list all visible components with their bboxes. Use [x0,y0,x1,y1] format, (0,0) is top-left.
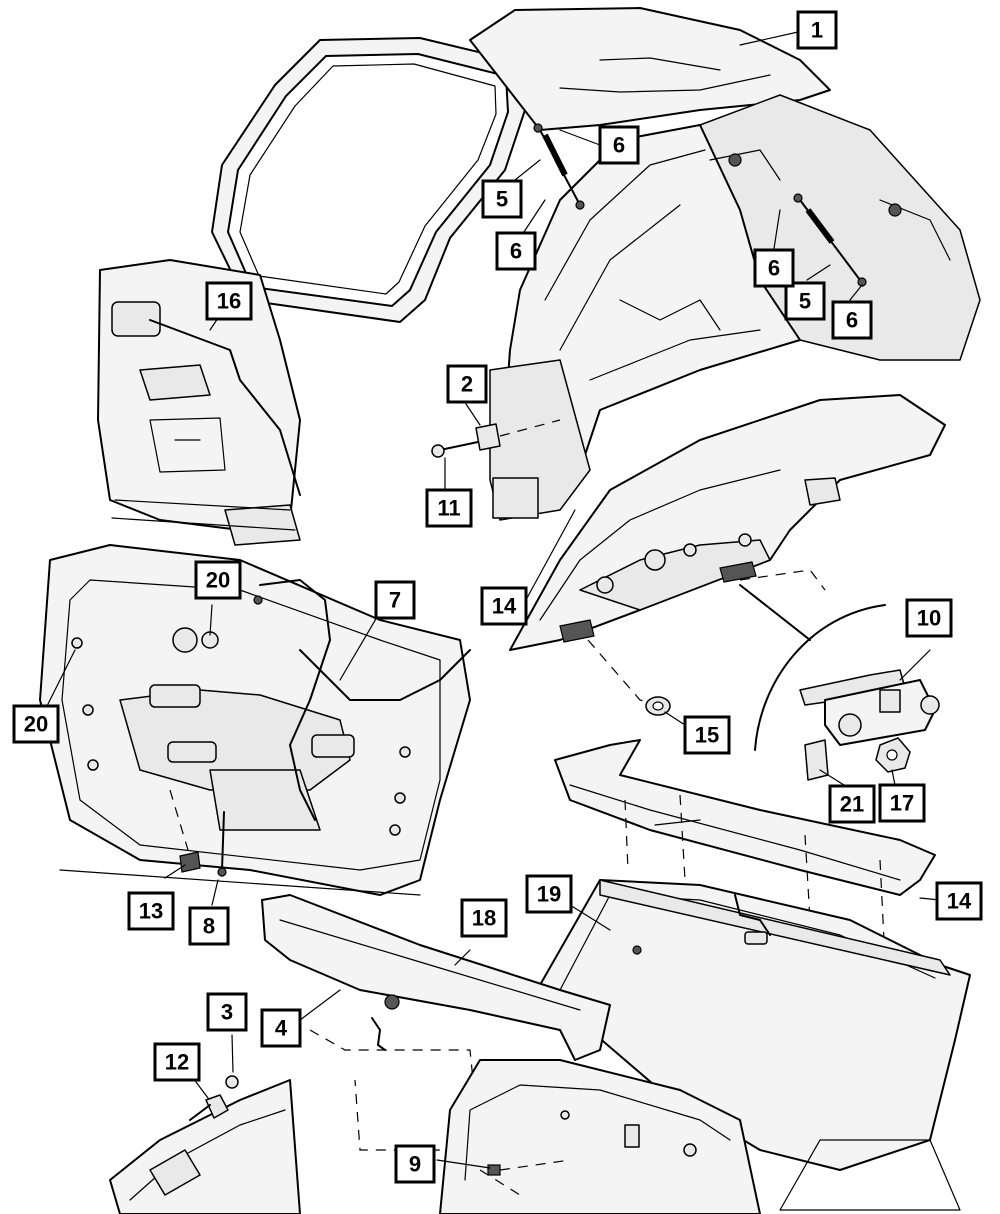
weatherstrip-seal [211,37,526,323]
callout-12: 12 [153,1042,201,1082]
callout-2: 2 [446,364,488,404]
callout-14a: 14 [480,586,528,626]
svg-text:2: 2 [461,372,473,397]
svg-text:6: 6 [510,239,522,264]
bumper-bolt-and-isolator [431,419,561,458]
svg-text:18: 18 [472,906,496,931]
callout-13: 13 [127,891,175,931]
svg-text:5: 5 [496,187,508,212]
callout-5a: 5 [481,179,523,219]
callout-18: 18 [460,898,508,938]
callout-7: 7 [374,580,416,620]
svg-text:11: 11 [437,496,460,521]
callout-1: 1 [796,10,838,50]
callout-6a: 6 [598,125,640,165]
liftgate-inner-panel [39,544,471,896]
liftgate-gas-struts [533,123,867,287]
svg-text:7: 7 [389,588,401,613]
callout-21: 21 [828,784,876,824]
svg-text:12: 12 [165,1050,189,1075]
svg-text:20: 20 [206,568,230,593]
license-lamp-inset [109,1075,301,1214]
callout-9: 9 [394,1144,436,1184]
liftgate-lower-inner-panel [439,1059,761,1214]
svg-text:6: 6 [768,256,780,281]
callout-10: 10 [905,598,953,638]
svg-text:14: 14 [492,594,517,619]
callout-14b: 14 [935,881,983,921]
callout-20b: 20 [12,704,60,744]
svg-text:3: 3 [221,1000,233,1025]
svg-text:1: 1 [811,18,823,43]
svg-text:13: 13 [139,899,163,924]
svg-text:19: 19 [537,882,561,907]
liftgate-garnish-applique [261,894,611,1151]
liftgate-hinge-inset [739,584,940,781]
callout-3: 3 [206,992,248,1032]
svg-text:14: 14 [947,889,972,914]
rear-glass [539,879,971,1211]
callout-11: 11 [425,488,473,528]
callout-6d: 6 [831,300,873,340]
grommet [645,696,671,716]
svg-text:15: 15 [695,723,719,748]
svg-text:10: 10 [917,606,941,631]
rear-body-trunk-opening [469,7,981,521]
liftgate-outer-panel [509,394,946,706]
svg-text:16: 16 [217,289,241,314]
callout-5b: 5 [784,281,826,321]
callout-20a: 20 [194,560,242,600]
svg-text:6: 6 [846,308,858,333]
callout-17: 17 [878,783,926,823]
liftgate-latch-inner-panel [97,259,301,546]
callout-19: 19 [525,874,573,914]
callout-6c: 6 [753,248,795,288]
callout-4: 4 [260,1008,302,1048]
svg-text:17: 17 [890,791,914,816]
svg-text:6: 6 [613,133,625,158]
svg-text:21: 21 [840,792,864,817]
rear-spoiler [554,739,936,961]
callout-8: 8 [188,906,230,946]
svg-text:9: 9 [409,1152,421,1177]
svg-text:20: 20 [24,712,48,737]
svg-text:8: 8 [203,914,215,939]
callout-15: 15 [683,715,731,755]
callout-6b: 6 [495,231,537,271]
svg-text:5: 5 [799,289,811,314]
callout-16: 16 [205,281,253,321]
svg-text:4: 4 [275,1016,288,1041]
